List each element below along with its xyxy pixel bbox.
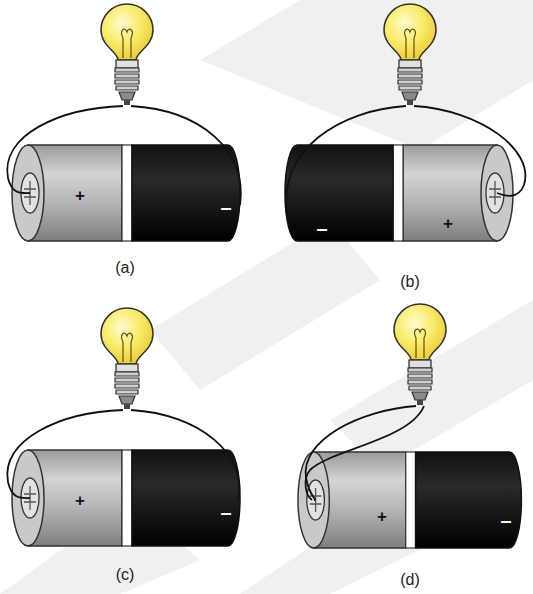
terminal-sign: + (443, 215, 453, 232)
terminal-sign: + (75, 492, 85, 509)
terminal-sign: – (316, 218, 327, 238)
panel-label: (b) (400, 274, 420, 290)
terminal-sign: – (220, 197, 231, 217)
panel-label: (c) (116, 567, 135, 583)
panel-label: (a) (115, 260, 135, 276)
terminal-sign: – (220, 502, 231, 522)
terminal-sign: + (377, 508, 387, 525)
terminal-sign: + (75, 187, 85, 204)
terminal-sign: – (500, 510, 511, 530)
panel-label: (d) (400, 572, 420, 588)
